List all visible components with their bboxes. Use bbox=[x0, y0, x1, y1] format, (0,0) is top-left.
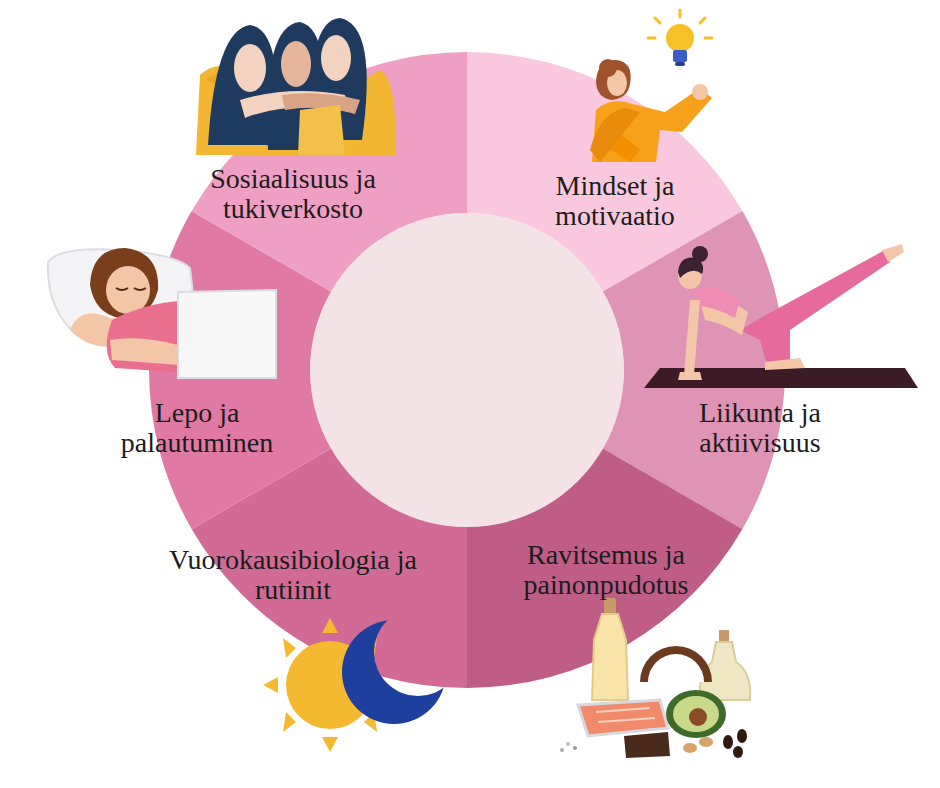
food-illustration bbox=[560, 598, 750, 758]
yoga-illustration bbox=[644, 244, 918, 388]
idea-illustration bbox=[590, 10, 712, 162]
segment-label: Ravitsemus ja painonpudotus bbox=[486, 540, 726, 599]
sun-moon-illustration bbox=[263, 618, 446, 752]
segment-label: Sosiaalisuus ja tukiverkosto bbox=[173, 164, 413, 223]
friends-illustration bbox=[196, 18, 395, 155]
segment-label: Vuorokausibiologia ja rutiinit bbox=[153, 545, 433, 604]
segment-label: Liikunta ja aktiivisuus bbox=[670, 398, 850, 457]
segment-shape bbox=[149, 52, 785, 688]
segment-label: Mindset ja motivaatio bbox=[520, 171, 710, 230]
wheel-segment: Sosiaalisuus ja tukiverkosto bbox=[149, 52, 785, 688]
center-circle bbox=[310, 213, 624, 527]
segment-fill bbox=[467, 449, 742, 689]
segment-label: Lepo ja palautuminen bbox=[102, 398, 292, 457]
sleep-illustration bbox=[48, 248, 276, 378]
